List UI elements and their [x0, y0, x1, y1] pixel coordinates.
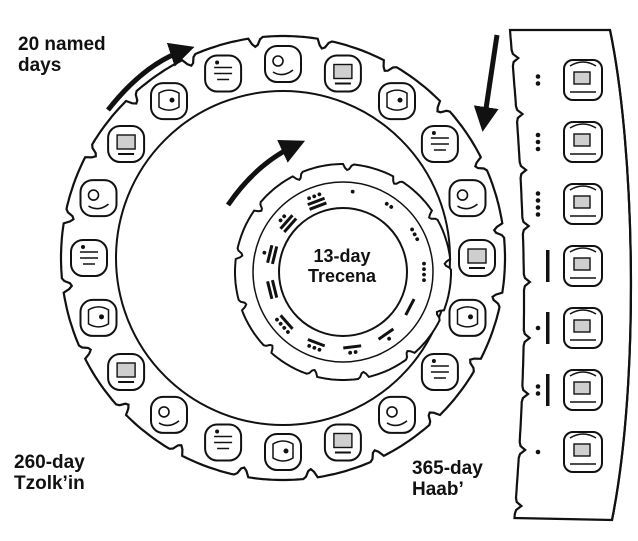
day-glyph-icon — [323, 423, 362, 462]
trecena-number — [343, 344, 362, 355]
trecena-number — [422, 261, 426, 283]
haab-gear — [508, 28, 633, 522]
trecena-wheel — [234, 163, 452, 381]
day-glyph-icon — [264, 433, 302, 471]
trecena-number — [307, 192, 327, 211]
named-days-label: 20 named days — [18, 34, 106, 77]
trecena-number — [404, 298, 416, 316]
trecena-number — [262, 244, 279, 265]
month-glyph-icon — [535, 121, 603, 163]
day-glyph-icon — [458, 239, 496, 277]
day-glyph-icon — [378, 395, 416, 434]
day-glyph-icon — [378, 82, 416, 121]
day-glyph-icon — [107, 353, 146, 391]
trecena-number — [275, 314, 294, 334]
day-glyph-icon — [420, 125, 459, 163]
trecena-arrow — [225, 139, 306, 207]
trecena-number — [307, 338, 326, 352]
day-glyph-icon — [204, 54, 243, 93]
month-glyph-icon — [535, 59, 603, 101]
month-glyph-icon — [546, 245, 603, 287]
day-glyph-icon — [264, 45, 302, 83]
day-glyph-icon — [107, 125, 146, 163]
trecena-number — [410, 227, 420, 242]
haab-label: 365-day Haab’ — [412, 458, 483, 501]
tzolkin-label: 260-day Tzolk’in — [14, 452, 85, 495]
trecena-number — [384, 201, 394, 209]
trecena-number — [266, 279, 279, 300]
day-glyph-icon — [150, 82, 188, 121]
day-glyph-icon — [79, 298, 118, 337]
trecena-number — [350, 189, 355, 194]
day-glyph-icon — [79, 179, 118, 218]
day-glyph-icon — [204, 423, 243, 462]
day-glyph-icon — [70, 239, 108, 277]
trecena-number — [377, 327, 395, 341]
trecena-label: 13-day Trecena — [307, 246, 377, 287]
trecena-number — [278, 214, 298, 234]
day-glyph-icon — [448, 179, 487, 218]
month-glyph-icon — [535, 431, 603, 473]
month-glyph-icon — [535, 183, 603, 225]
month-glyph-icon — [535, 369, 603, 411]
named-days-arrow — [106, 42, 195, 112]
day-glyph-icon — [420, 353, 459, 391]
month-glyph-icon — [535, 307, 603, 349]
day-glyph-icon — [448, 298, 487, 337]
day-glyph-icon — [323, 54, 362, 93]
haab-arrow — [473, 34, 500, 132]
day-glyph-icon — [150, 395, 188, 434]
